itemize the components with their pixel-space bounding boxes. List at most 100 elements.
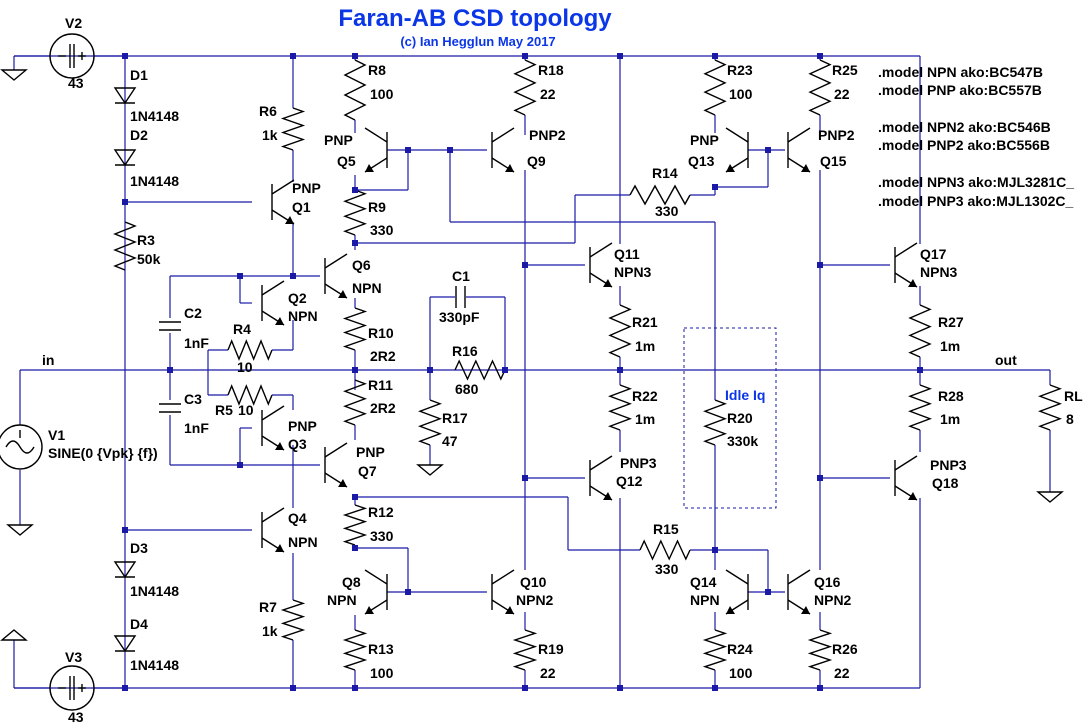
q2-model: NPN bbox=[288, 308, 318, 324]
resistor-r12 bbox=[342, 504, 368, 546]
transistor-q4 bbox=[261, 507, 285, 523]
voltage-source-v2 bbox=[49, 33, 95, 79]
idle-iq-label: Idle Iq bbox=[725, 387, 765, 403]
transistor-q6 bbox=[338, 290, 347, 298]
diode-d2 bbox=[113, 149, 137, 167]
junction-dot bbox=[712, 53, 718, 59]
net-label-out: out bbox=[995, 352, 1017, 368]
resistor-rl bbox=[1038, 384, 1062, 431]
r26-value: 22 bbox=[834, 665, 850, 681]
junction-dot bbox=[290, 273, 296, 279]
q12-model: PNP3 bbox=[620, 455, 657, 471]
transistor-q13 bbox=[726, 164, 735, 172]
q16-ref: Q16 bbox=[814, 574, 841, 590]
rl-value: 8 bbox=[1066, 411, 1074, 427]
resistor-r5 bbox=[227, 384, 273, 406]
r11-value: 2R2 bbox=[370, 400, 396, 416]
transistor-q11 bbox=[603, 279, 612, 287]
junction-dot bbox=[352, 53, 358, 59]
transistor-q8 bbox=[365, 606, 374, 614]
c1-value: 330pF bbox=[439, 309, 480, 325]
transistor-q1 bbox=[285, 216, 294, 224]
resistor-r16 bbox=[454, 359, 506, 381]
transistor-q2 bbox=[275, 317, 284, 325]
r22-ref: R22 bbox=[632, 388, 658, 404]
resistor-r23 bbox=[703, 59, 727, 116]
r8-ref: R8 bbox=[368, 62, 386, 78]
junction-dot bbox=[765, 147, 771, 153]
transistor-q14 bbox=[726, 606, 735, 614]
transistor-q7 bbox=[338, 479, 347, 487]
r5-value: 10 bbox=[238, 402, 254, 418]
r24-ref: R24 bbox=[727, 641, 753, 657]
resistor-r8 bbox=[343, 59, 367, 121]
v3-value: 43 bbox=[68, 709, 84, 723]
r25-ref: R25 bbox=[832, 62, 858, 78]
diagram-title: Faran-AB CSD topology bbox=[338, 5, 612, 32]
r12-ref: R12 bbox=[368, 504, 394, 520]
ground-symbol bbox=[6, 524, 34, 536]
junction-dot bbox=[352, 685, 358, 691]
transistor-q17 bbox=[908, 279, 917, 287]
junction-dot bbox=[765, 589, 771, 595]
r23-ref: R23 bbox=[727, 62, 753, 78]
r19-ref: R19 bbox=[538, 641, 564, 657]
transistor-q5 bbox=[365, 164, 374, 172]
r25-value: 22 bbox=[834, 86, 850, 102]
diode-d4 bbox=[113, 635, 137, 653]
r15-value: 330 bbox=[655, 561, 679, 577]
q12-ref: Q12 bbox=[616, 473, 643, 489]
r9-value: 330 bbox=[370, 222, 394, 238]
transistor-q2 bbox=[261, 280, 285, 296]
q6-ref: Q6 bbox=[352, 257, 371, 273]
ground-symbol bbox=[416, 464, 444, 476]
r6-ref: R6 bbox=[259, 103, 277, 119]
r9-ref: R9 bbox=[368, 199, 386, 215]
r18-ref: R18 bbox=[538, 62, 564, 78]
r4-ref: R4 bbox=[233, 321, 251, 337]
v2-ref: V2 bbox=[65, 15, 82, 31]
transistor-q5 bbox=[364, 127, 388, 143]
junction-dot bbox=[522, 685, 528, 691]
model-line-2: .model PNP ako:BC557B bbox=[878, 82, 1042, 98]
q3-ref: Q3 bbox=[288, 436, 307, 452]
q7-model: PNP bbox=[356, 444, 385, 460]
d4-ref: D4 bbox=[130, 616, 148, 632]
q1-model: PNP bbox=[292, 180, 321, 196]
r20-value: 330k bbox=[727, 433, 758, 449]
transistor-q10 bbox=[491, 569, 515, 585]
junction-dot bbox=[122, 53, 128, 59]
junction-dot bbox=[290, 53, 296, 59]
transistor-q17 bbox=[894, 242, 918, 258]
ground-symbol bbox=[1036, 491, 1064, 503]
junction-dot bbox=[427, 367, 433, 373]
junction-dot bbox=[237, 462, 243, 468]
r12-value: 330 bbox=[370, 528, 394, 544]
ground-symbol bbox=[0, 629, 28, 641]
r19-value: 22 bbox=[540, 665, 556, 681]
diode-d3 bbox=[113, 561, 137, 579]
q13-ref: Q13 bbox=[688, 153, 715, 169]
q7-ref: Q7 bbox=[358, 463, 377, 479]
ground-symbol bbox=[0, 69, 28, 81]
r10-value: 2R2 bbox=[370, 348, 396, 364]
resistor-r10 bbox=[342, 307, 368, 351]
r3-ref: R3 bbox=[137, 232, 155, 248]
transistor-q12 bbox=[589, 455, 613, 471]
q18-ref: Q18 bbox=[932, 475, 959, 491]
idle-iq-box bbox=[683, 327, 777, 509]
r6-value: 1k bbox=[262, 127, 278, 143]
resistor-r11 bbox=[343, 379, 367, 426]
transistor-q8 bbox=[364, 569, 388, 585]
q5-ref: Q5 bbox=[337, 153, 356, 169]
r11-ref: R11 bbox=[368, 377, 393, 393]
q6-model: NPN bbox=[352, 280, 382, 296]
resistor-r17 bbox=[418, 399, 442, 446]
q9-ref: Q9 bbox=[527, 153, 546, 169]
rl-ref: RL bbox=[1064, 388, 1083, 404]
resistor-r7 bbox=[280, 599, 306, 641]
transistor-q9 bbox=[491, 127, 515, 143]
transistor-q14 bbox=[725, 569, 749, 585]
junction-dot bbox=[167, 367, 173, 373]
